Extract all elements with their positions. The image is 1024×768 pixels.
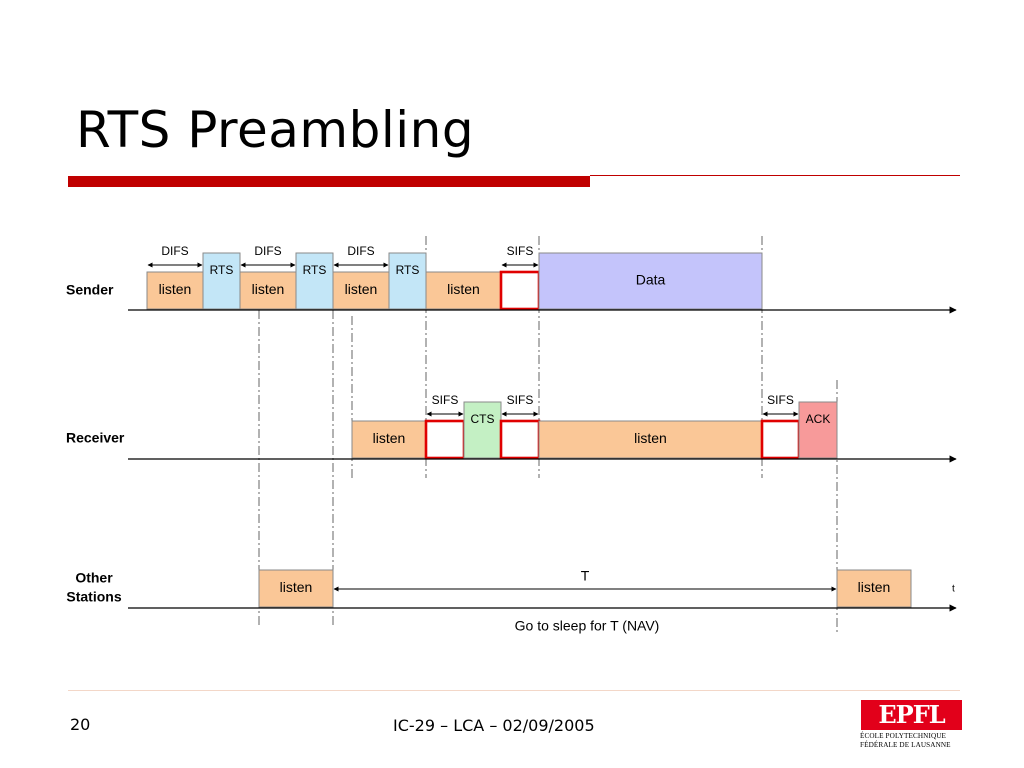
sender-rts-block-4 bbox=[295, 252, 334, 310]
nav-caption: Go to sleep for T (NAV) bbox=[515, 618, 660, 634]
receiver-listen-block-5 bbox=[538, 420, 763, 459]
receiver-sifs-box-block-4 bbox=[499, 419, 541, 460]
other-listen-label-1: listen bbox=[280, 579, 313, 595]
receiver-listen-label-5: listen bbox=[634, 430, 667, 446]
sender-data-block-9 bbox=[538, 252, 763, 310]
receiver-ack-block-7 bbox=[798, 401, 838, 459]
receiver-listen-block-1 bbox=[351, 420, 427, 459]
row-label-others-1: Other bbox=[75, 570, 113, 586]
other-listen-label-2: listen bbox=[858, 579, 891, 595]
receiver-cts-label-3: CTS bbox=[471, 412, 495, 426]
receiver-interval-label-3: SIFS bbox=[767, 393, 794, 407]
nav-duration-label: T bbox=[581, 568, 590, 584]
sender-rts-label-2: RTS bbox=[210, 263, 234, 277]
footer-text: IC-29 – LCA – 02/09/2005 bbox=[393, 716, 595, 735]
sender-listen-block-7 bbox=[425, 271, 502, 310]
sender-listen-block-5 bbox=[332, 271, 390, 310]
page-number: 20 bbox=[70, 715, 91, 734]
receiver-interval-label-2: SIFS bbox=[507, 393, 534, 407]
title-underline-thin bbox=[590, 175, 960, 176]
receiver-interval-label-1: SIFS bbox=[432, 393, 459, 407]
row-label-receiver: Receiver bbox=[66, 430, 125, 446]
sender-listen-label-7: listen bbox=[447, 281, 480, 297]
sender-interval-label-1: DIFS bbox=[161, 244, 188, 258]
sender-rts-label-4: RTS bbox=[303, 263, 327, 277]
sender-data-label-9: Data bbox=[636, 272, 666, 288]
epfl-logo-mark-text: EPFL bbox=[878, 700, 945, 729]
sender-interval-label-3: DIFS bbox=[347, 244, 374, 258]
sender-listen-label-3: listen bbox=[252, 281, 285, 297]
receiver-listen-label-1: listen bbox=[373, 430, 406, 446]
title-underline-thick bbox=[68, 176, 590, 187]
other-listen-block-1 bbox=[258, 569, 334, 608]
epfl-logo: EPFL ÉCOLE POLYTECHNIQUE FÉDÉRALE DE LAU… bbox=[858, 700, 962, 750]
sender-interval-label-2: DIFS bbox=[254, 244, 281, 258]
sender-rts-block-6 bbox=[388, 252, 427, 310]
sender-rts-block-2 bbox=[202, 252, 241, 310]
slide-title: RTS Preambling bbox=[76, 101, 475, 159]
sender-listen-label-5: listen bbox=[345, 281, 378, 297]
logo-line-1: ÉCOLE POLYTECHNIQUE bbox=[860, 732, 947, 740]
receiver-sifs-box-block-6 bbox=[760, 419, 801, 460]
row-label-others-2: Stations bbox=[66, 589, 121, 605]
epfl-logo-mark: EPFL bbox=[861, 700, 962, 730]
sender-interval-label-4: SIFS bbox=[507, 244, 534, 258]
sender-listen-block-3 bbox=[239, 271, 297, 310]
receiver-ack-label-7: ACK bbox=[806, 412, 831, 426]
sender-listen-label-1: listen bbox=[159, 281, 192, 297]
other-listen-block-2 bbox=[836, 569, 912, 608]
sender-rts-label-6: RTS bbox=[396, 263, 420, 277]
receiver-sifs-box-block-2 bbox=[424, 419, 466, 460]
time-axis-label: t bbox=[952, 584, 955, 595]
receiver-cts-block-3 bbox=[463, 401, 502, 459]
row-label-sender: Sender bbox=[66, 282, 114, 298]
logo-line-2: FÉDÉRALE DE LAUSANNE bbox=[860, 741, 951, 749]
sender-sifs-box-block-8 bbox=[499, 270, 541, 311]
footer-rule bbox=[68, 690, 960, 691]
